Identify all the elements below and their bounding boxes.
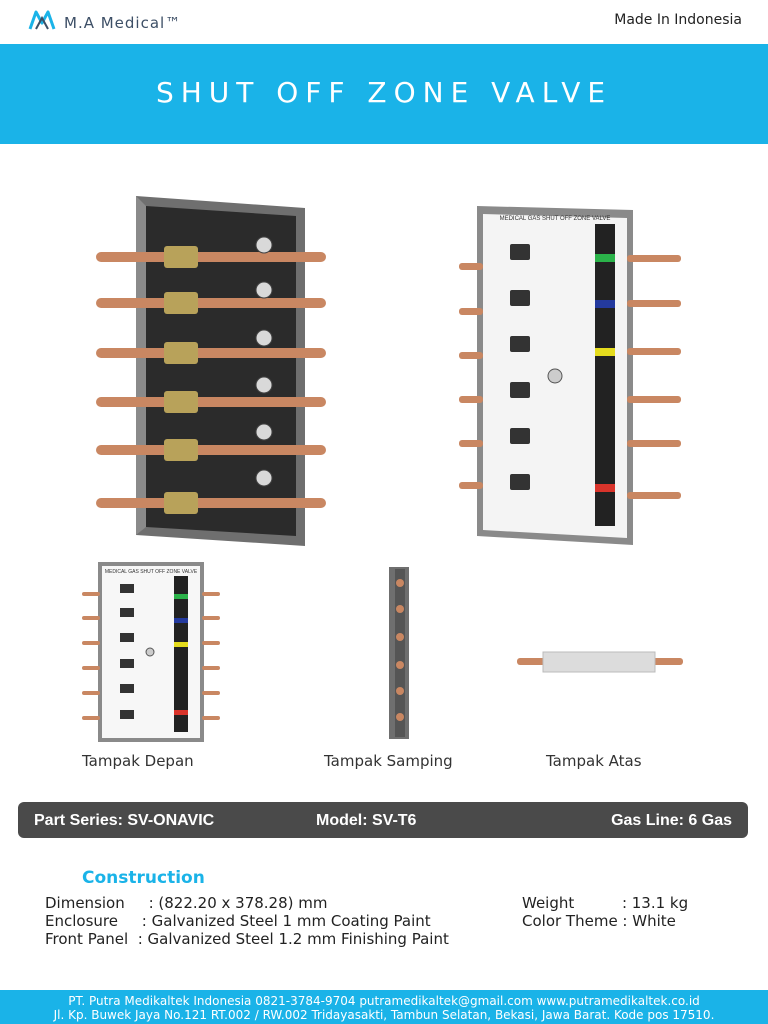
valve-handles bbox=[164, 246, 198, 514]
footer: PT. Putra Medikaltek Indonesia 0821-3784… bbox=[0, 990, 768, 1024]
top-view-drawing bbox=[517, 651, 683, 673]
weight-spec: Weight : 13.1 kg bbox=[522, 894, 689, 912]
panel-caption: MEDICAL GAS SHUT OFF ZONE VALVE bbox=[500, 216, 611, 222]
enclosure-spec: Enclosure : Galvanized Steel 1 mm Coatin… bbox=[45, 912, 431, 930]
footer-contact: PT. Putra Medikaltek Indonesia 0821-3784… bbox=[68, 994, 700, 1008]
closed-valve-panel-image: MEDICAL GAS SHUT OFF ZONE VALVE bbox=[459, 206, 681, 545]
footer-address: Jl. Kp. Buwek Jaya No.121 RT.002 / RW.00… bbox=[53, 1008, 715, 1022]
model: Model: SV-T6 bbox=[316, 812, 417, 829]
top-bar: M.A Medical™ Made In Indonesia bbox=[0, 0, 768, 44]
spec-bar: Part Series: SV-ONAVIC Model: SV-T6 Gas … bbox=[18, 802, 748, 838]
front-view-drawing: MEDICAL GAS SHUT OFF ZONE VALVE bbox=[82, 562, 220, 742]
made-in-label: Made In Indonesia bbox=[614, 12, 742, 28]
front-view-caption: MEDICAL GAS SHUT OFF ZONE VALVE bbox=[105, 569, 198, 575]
side-view-label: Tampak Samping bbox=[324, 752, 453, 770]
pressure-gauge-icons bbox=[255, 236, 273, 487]
part-series: Part Series: SV-ONAVIC bbox=[34, 812, 215, 829]
page-title: SHUT OFF ZONE VALVE bbox=[155, 76, 613, 109]
ma-logo-icon bbox=[28, 9, 56, 36]
gas-line: Gas Line: 6 Gas bbox=[611, 812, 732, 829]
top-view-label: Tampak Atas bbox=[546, 752, 642, 770]
dimension-spec: Dimension : (822.20 x 378.28) mm bbox=[45, 894, 328, 912]
color-theme-spec: Color Theme : White bbox=[522, 912, 676, 930]
construction-heading: Construction bbox=[82, 868, 205, 888]
brand-logo[interactable]: M.A Medical™ bbox=[28, 9, 181, 36]
open-valve-box-image bbox=[96, 196, 326, 546]
brand-name: M.A Medical™ bbox=[64, 13, 182, 32]
side-view-drawing bbox=[389, 567, 409, 739]
title-banner: SHUT OFF ZONE VALVE bbox=[0, 44, 768, 144]
copper-pipes bbox=[96, 252, 326, 508]
front-panel-spec: Front Panel : Galvanized Steel 1.2 mm Fi… bbox=[45, 930, 449, 948]
front-view-label: Tampak Depan bbox=[82, 752, 194, 770]
